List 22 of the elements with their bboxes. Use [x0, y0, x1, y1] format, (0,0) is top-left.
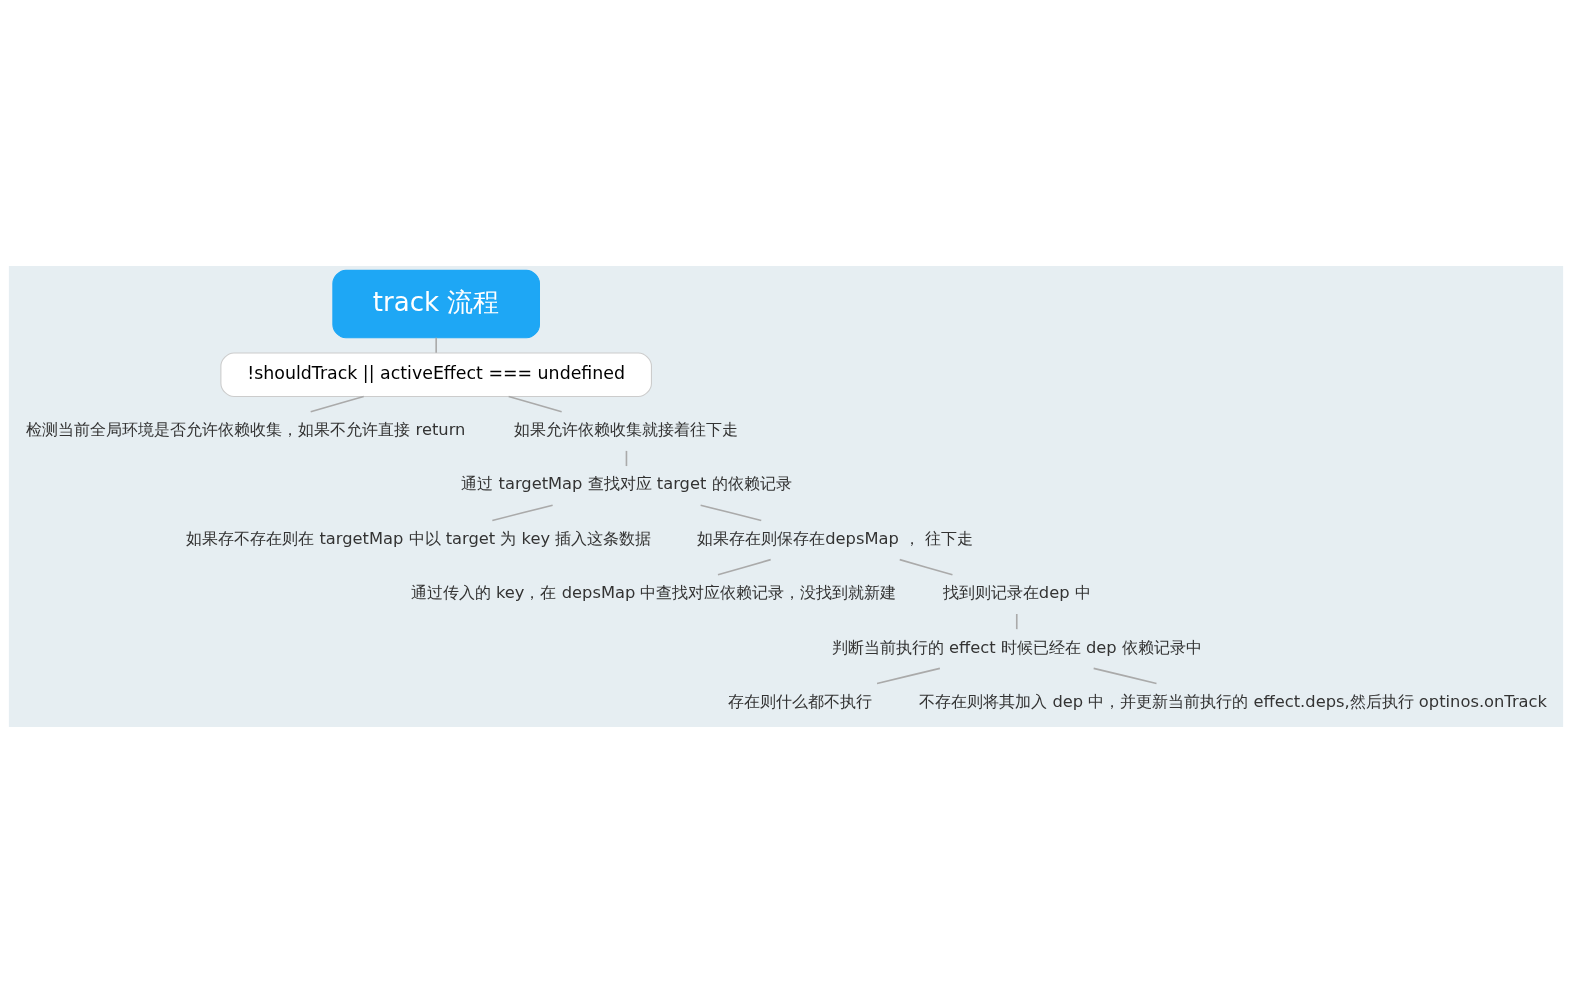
node-text: 通过 targetMap 查找对应 target 的依赖记录 — [461, 473, 792, 493]
connector — [491, 503, 554, 521]
node-text: 通过传入的 key，在 depsMap 中查找对应依赖记录，没找到就新建 — [410, 582, 897, 602]
node-text: 找到则记录在dep 中 — [942, 582, 1091, 602]
connector — [435, 336, 437, 354]
node-text: 如果存不存在则在 targetMap 中以 target 为 key 插入这条数据 — [186, 528, 652, 548]
node-text: 如果存在则保存在depsMap ， 往下走 — [697, 528, 974, 548]
connector — [717, 558, 772, 576]
connector — [876, 667, 941, 684]
node-text: 检测当前全局环境是否允许依赖收集，如果不允许直接 return — [26, 419, 466, 439]
connector — [1092, 667, 1158, 684]
connector — [699, 503, 763, 521]
node-text: 存在则什么都不执行 — [728, 691, 873, 711]
node-box: !shouldTrack || activeEffect === undefined — [220, 351, 652, 397]
node-text: 判断当前执行的 effect 时候已经在 dep 依赖记录中 — [831, 637, 1202, 657]
connector — [309, 395, 365, 412]
node-text: 不存在则将其加入 dep 中，并更新当前执行的 effect.deps,然后执行 optinos.onTrack — [919, 691, 1548, 711]
node-box: track 流程 — [332, 269, 540, 338]
connector — [507, 395, 563, 412]
connector — [898, 558, 954, 576]
node-text: 如果允许依赖收集就接着往下走 — [514, 419, 739, 439]
connector — [1015, 612, 1018, 630]
